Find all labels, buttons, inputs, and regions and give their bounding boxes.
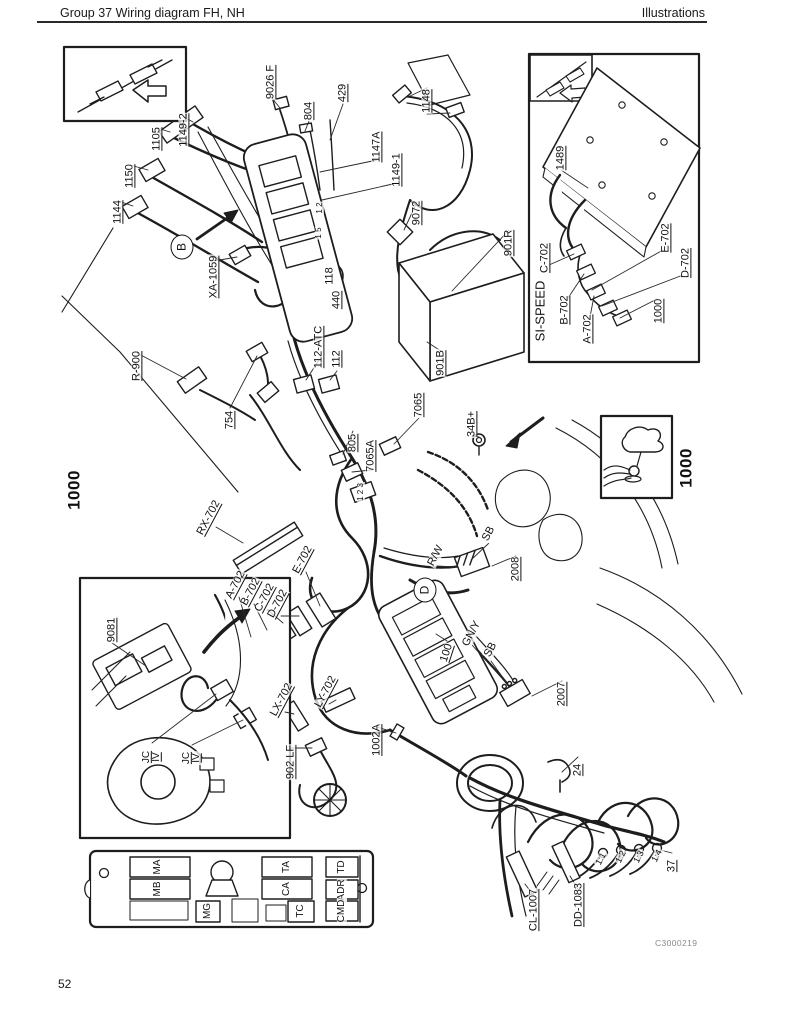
inset-bottom-left bbox=[78, 576, 292, 840]
page-number: 52 bbox=[58, 977, 72, 991]
header-section-title: Group 37 Wiring diagram FH, NH bbox=[60, 6, 245, 20]
arrows bbox=[195, 209, 545, 654]
battery-box bbox=[398, 233, 525, 382]
leader-lines bbox=[111, 87, 684, 897]
legend-plate bbox=[84, 849, 375, 929]
inset-right-small bbox=[599, 414, 674, 500]
rx702-rail bbox=[232, 521, 304, 575]
chassis-lines bbox=[61, 126, 743, 703]
inset-top-left bbox=[62, 45, 188, 123]
header-chapter-title: Illustrations bbox=[641, 6, 705, 20]
bottom-fuse-plate bbox=[377, 579, 499, 725]
figure-code: C3000219 bbox=[655, 938, 698, 948]
header-rule bbox=[37, 21, 707, 23]
top-connector-plate bbox=[242, 133, 354, 343]
inset-si-speed bbox=[527, 52, 701, 364]
